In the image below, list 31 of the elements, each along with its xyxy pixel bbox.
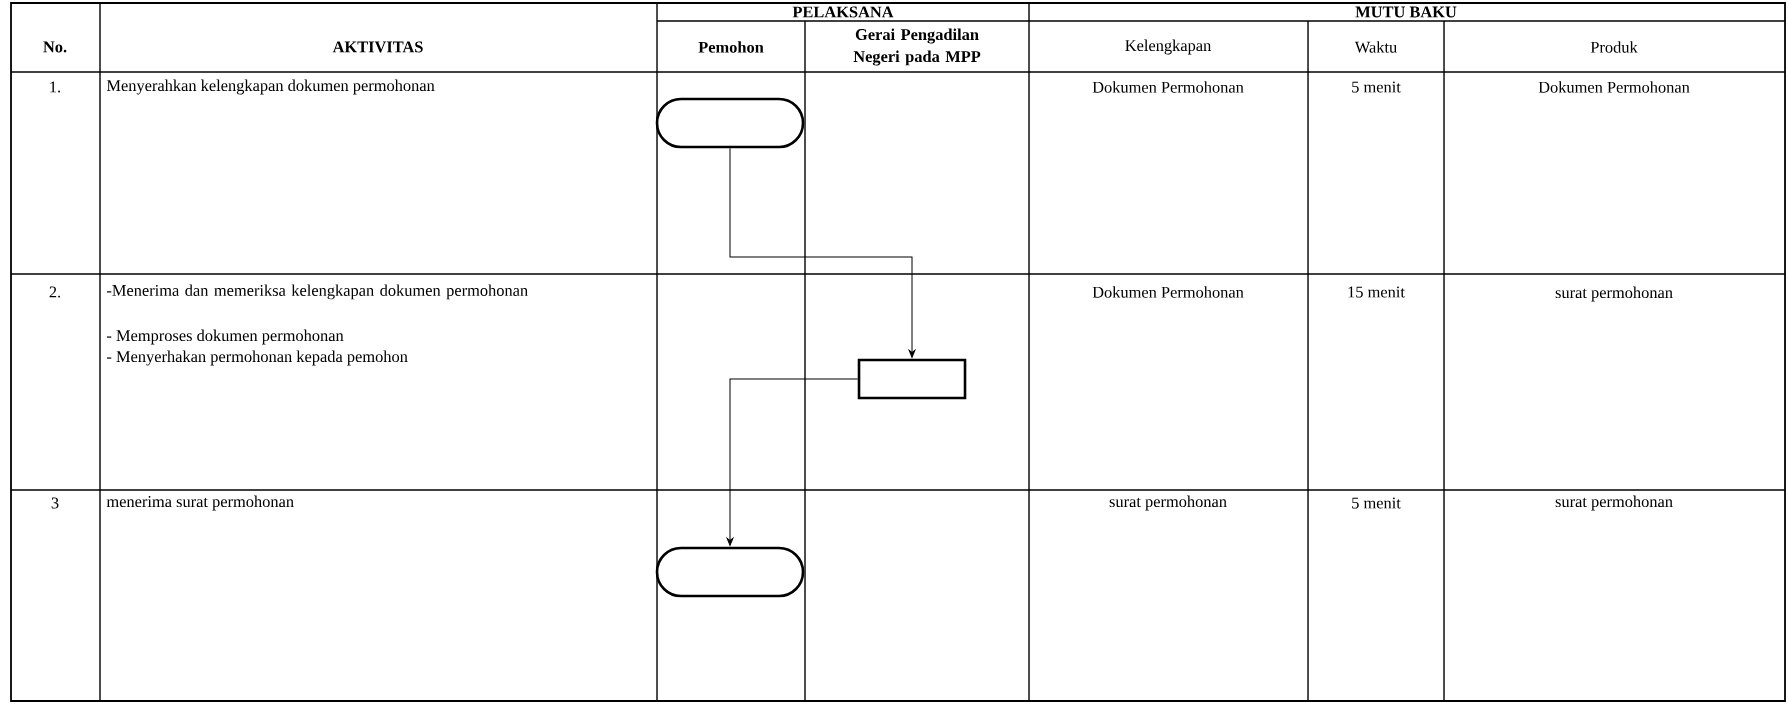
cell-text: 1. <box>50 81 61 93</box>
arrow <box>726 378 859 546</box>
cell-text: Waktu <box>1354 41 1397 53</box>
column-header: Pemohon <box>698 41 764 53</box>
column-header: PELAKSANA <box>792 6 894 18</box>
cell-text: surat permohonan <box>1555 495 1673 511</box>
column-header: Gerai Pengadilan Negeri pada MPP <box>853 28 981 66</box>
cell-text: Dokumen Permohonan <box>1092 286 1244 298</box>
cell-text: Dokumen Permohonan <box>1092 81 1244 93</box>
cell-text: Dokumen Permohonan <box>1538 81 1690 93</box>
cell-text: surat permohonan <box>1109 495 1227 511</box>
cell-text: menerima surat permohonan <box>106 495 294 511</box>
process-box <box>857 358 967 400</box>
terminal-shape <box>655 546 805 598</box>
cell-text: 5 menit <box>1352 497 1401 509</box>
cell-text: surat permohonan <box>1555 286 1673 302</box>
cell-text: 15 menit <box>1348 286 1405 298</box>
cell-text: Produk <box>1590 41 1638 53</box>
cell-text: Menyerahkan kelengkapan dokumen permohonan <box>106 79 435 95</box>
cell-text: 2. <box>49 286 61 298</box>
column-header: MUTU BAKU <box>1355 6 1457 18</box>
cell-text: - Menyerhakan permohonan kepada pemohon <box>107 350 408 366</box>
column-header: AKTIVITAS <box>332 41 423 53</box>
cell-text: 3 <box>51 497 59 509</box>
cell-text: 5 menit <box>1352 81 1401 93</box>
arrow <box>729 147 916 358</box>
terminal-shape <box>655 97 805 149</box>
cell-text: -Menerima dan memeriksa kelengkapan dokumen permohonan <box>107 284 528 300</box>
cell-text: Kelengkapan <box>1125 39 1212 55</box>
cell-text: - Memproses dokumen permohonan <box>107 329 344 345</box>
column-header: No. <box>43 41 67 53</box>
